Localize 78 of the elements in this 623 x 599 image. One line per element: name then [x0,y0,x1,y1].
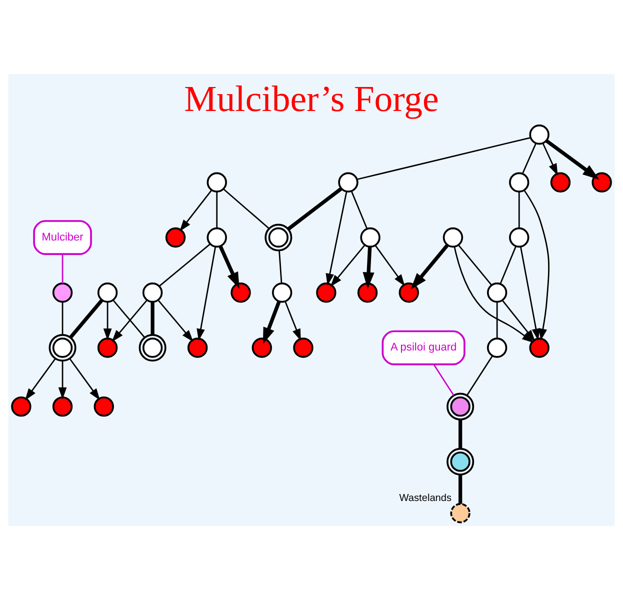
arrow [196,246,216,340]
connector [356,136,531,180]
node-circle [48,334,76,362]
node-circle [165,226,186,248]
node-circle [398,282,419,302]
node-circle [550,172,571,192]
node-circle [338,172,358,192]
node-circle [94,396,114,416]
node-circle [446,447,474,475]
node-circle [11,396,32,416]
arrow [545,138,600,180]
connector [62,301,64,334]
diagram-title: Mulciber’s Forge [184,77,439,118]
node-circle [316,282,336,302]
arrow [330,244,366,286]
connector [433,364,454,396]
arrow [542,142,558,176]
node-circle [206,172,227,192]
connector [278,250,282,283]
node-circle [206,226,227,248]
node-box: Mulciber [33,220,92,254]
connector [69,298,104,338]
node-circle [509,172,530,192]
arrow [284,300,301,340]
node-circle [486,337,508,358]
connector [287,186,342,230]
connector [496,301,498,338]
node-circle [230,282,251,302]
node-circle [357,282,378,302]
node-circle [272,282,292,302]
arrow [25,358,56,400]
node-circle [252,337,272,358]
node-circle [97,337,118,358]
arrow [374,244,405,286]
node-circle [97,282,118,302]
connector [466,355,493,396]
node-circle [293,337,314,358]
connector [350,190,368,228]
connector [458,419,462,448]
arrow [218,245,240,288]
arrow [362,246,374,288]
connector [62,254,64,283]
connector [522,142,536,174]
arrow [180,189,212,231]
connector [518,191,520,228]
node-circle [442,226,464,248]
connector [150,301,154,334]
connector [458,474,462,504]
node-circle [509,226,530,248]
arrow [158,299,194,342]
arrow [58,360,67,399]
node-circle [138,334,166,362]
arrow [524,189,550,340]
arrow [262,300,281,344]
node-label: Wastelands [399,492,452,504]
node-circle [52,396,73,416]
arrow [69,358,100,400]
connector [223,188,270,228]
arrow [410,243,449,289]
node-box: A psiloi guard [382,330,466,365]
connector [500,246,517,284]
node-circle [592,172,612,192]
node-circle [486,282,508,302]
node-circle [446,392,474,420]
connector [158,242,211,286]
node-circle [529,337,550,358]
node-circle [529,124,550,144]
connector [458,244,492,286]
node-circle [450,502,470,523]
node-circle [142,282,163,302]
arrow [103,301,112,340]
arrow [326,190,348,286]
node-circle [264,223,292,251]
arrow [520,246,540,340]
node-circle [52,282,73,302]
node-circle [360,226,380,248]
node-circle [187,337,208,358]
connector [216,191,218,228]
